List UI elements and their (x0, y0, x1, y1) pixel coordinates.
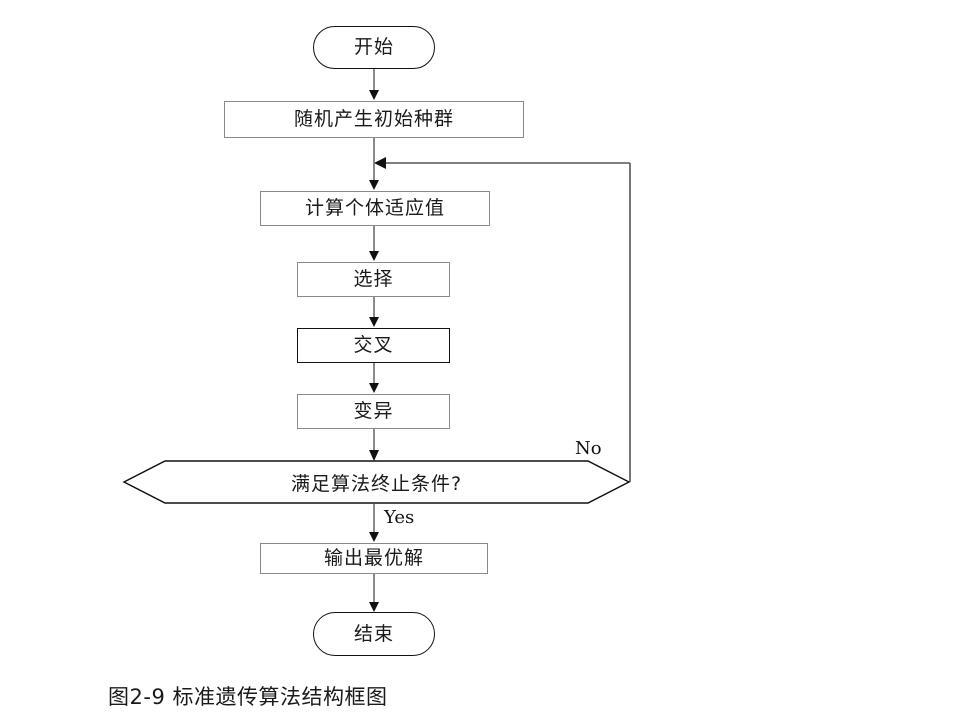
node-selection[interactable]: 选择 (297, 262, 450, 297)
figure-caption: 图2-9 标准遗传算法结构框图 (108, 685, 388, 709)
node-end-label: 结束 (353, 622, 394, 645)
node-termination-condition[interactable]: 满足算法终止条件? (122, 460, 631, 504)
edge-label-no: No (575, 438, 602, 459)
node-output-best-solution-label: 输出最优解 (323, 547, 424, 569)
node-init-population-label: 随机产生初始种群 (293, 108, 454, 130)
node-crossover[interactable]: 交叉 (297, 328, 450, 363)
edge-init-to-fitness (369, 138, 379, 190)
node-init-population[interactable]: 随机产生初始种群 (224, 101, 524, 138)
edge-output-to-end (369, 574, 379, 612)
edge-crossover-to-mutation (369, 363, 379, 393)
edge-select-to-crossover (369, 297, 379, 327)
edge-label-yes: Yes (384, 507, 415, 528)
node-crossover-label: 交叉 (353, 334, 394, 356)
node-mutation-label: 变异 (353, 400, 394, 422)
node-output-best-solution[interactable]: 输出最优解 (260, 543, 488, 574)
edge-fitness-to-select (369, 226, 379, 261)
node-compute-fitness-label: 计算个体适应值 (304, 197, 445, 219)
node-start-label: 开始 (353, 36, 394, 58)
node-termination-condition-label: 满足算法终止条件? (290, 472, 463, 495)
node-start[interactable]: 开始 (313, 26, 435, 69)
edge-decision-to-output-yes (369, 504, 379, 542)
node-end[interactable]: 结束 (313, 612, 435, 656)
edge-mutation-to-decision (369, 429, 379, 461)
node-mutation[interactable]: 变异 (297, 394, 450, 429)
node-selection-label: 选择 (353, 268, 394, 290)
edge-start-to-init (369, 69, 379, 100)
node-compute-fitness[interactable]: 计算个体适应值 (260, 191, 490, 226)
hexagon-shape (122, 460, 631, 504)
